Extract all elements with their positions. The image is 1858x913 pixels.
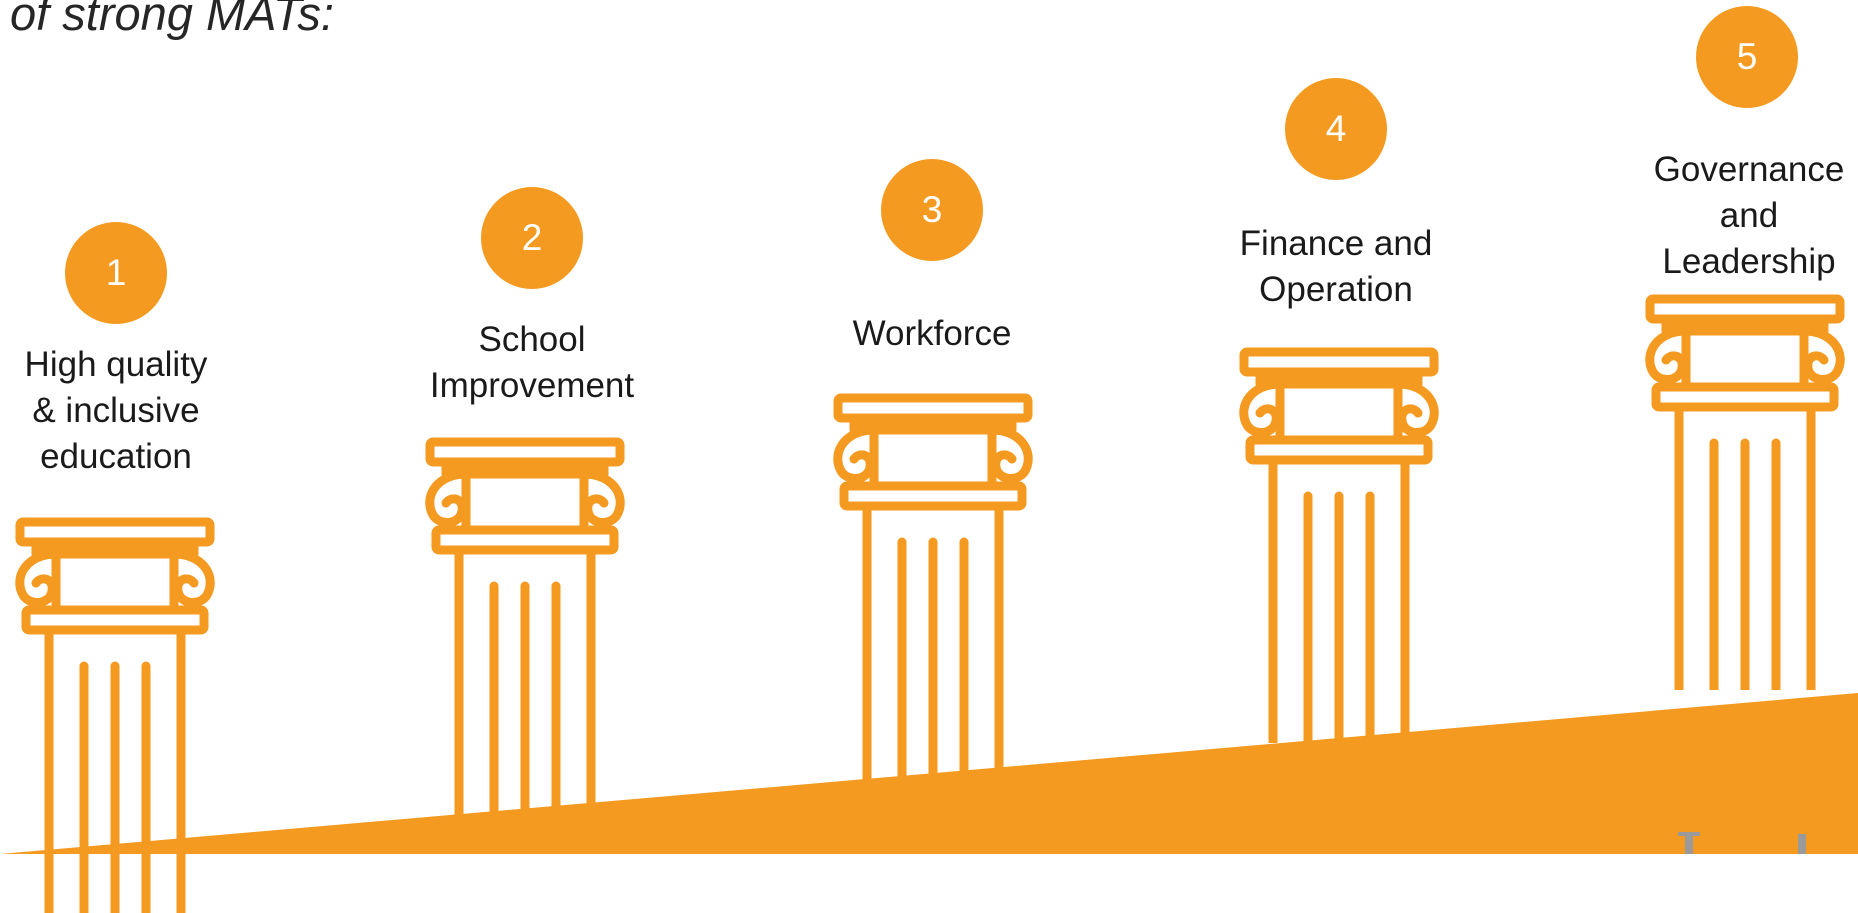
logo-mark — [1678, 832, 1806, 854]
slide-heading: of strong MATs: — [10, 0, 334, 40]
ionic-column-icon-1 — [0, 513, 230, 913]
pillar-label-4: Finance and Operation — [1239, 224, 1433, 309]
step-badge-5: 5 — [1696, 6, 1798, 108]
pillar-label-5: Governance and Leadership — [1653, 150, 1845, 281]
ionic-column-icon-5 — [1630, 290, 1858, 690]
step-badge-1: 1 — [65, 222, 167, 324]
pillar-label-3: Workforce — [852, 314, 1012, 353]
step-badge-2: 2 — [481, 187, 583, 289]
pillar-label-2: School Improvement — [429, 320, 635, 405]
step-badge-3: 3 — [881, 159, 983, 261]
pillar-label-1: High quality & inclusive education — [24, 345, 208, 476]
ionic-column-icon-2 — [410, 433, 640, 833]
ionic-column-icon-3 — [818, 389, 1048, 789]
ionic-column-icon-4 — [1224, 343, 1454, 743]
step-badge-4: 4 — [1285, 78, 1387, 180]
